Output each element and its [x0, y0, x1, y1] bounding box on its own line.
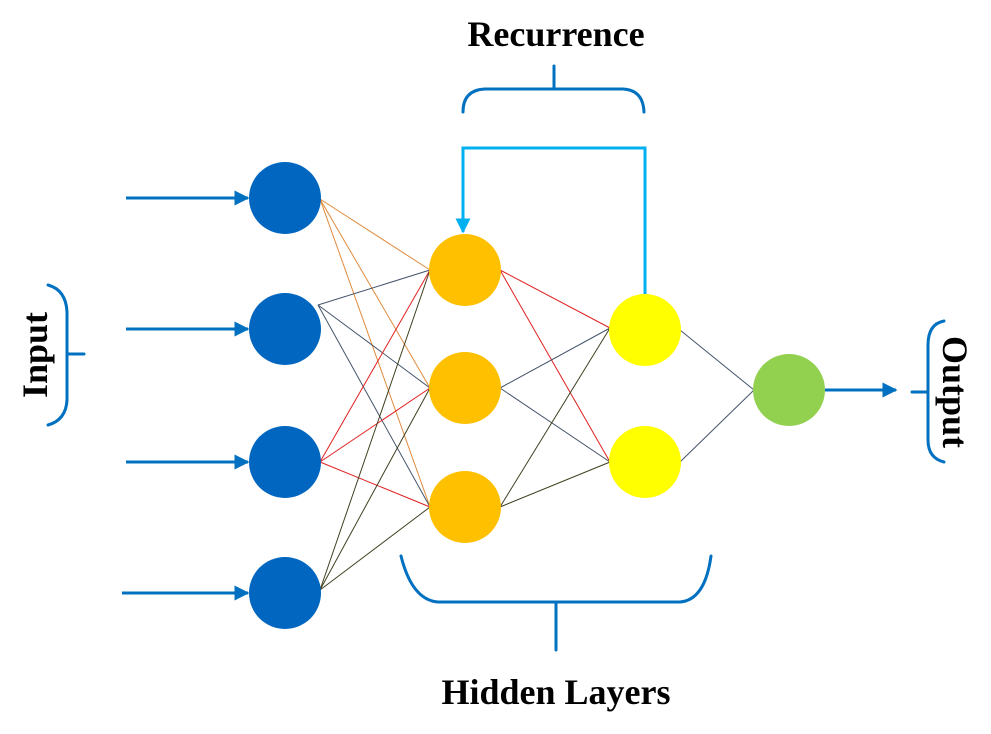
recurrence-label: Recurrence [467, 14, 644, 54]
input-node [249, 557, 321, 629]
edge [317, 269, 431, 306]
input-bracket [46, 283, 86, 427]
edge [319, 198, 431, 271]
edge [679, 329, 755, 391]
output-node [753, 354, 825, 426]
edge [319, 506, 431, 591]
edge [319, 198, 431, 508]
edge [319, 269, 431, 591]
hidden-1-node [429, 352, 501, 424]
input-node [249, 293, 321, 365]
hidden-1-node [429, 234, 501, 306]
hidden-2-node [609, 294, 681, 366]
edge [499, 269, 611, 463]
input-node [249, 162, 321, 234]
input-label: Input [15, 312, 55, 398]
output-layer [753, 354, 825, 426]
edge [319, 387, 431, 463]
output-bracket [910, 319, 946, 464]
edge [499, 269, 611, 329]
hidden-layers-bracket [399, 554, 713, 652]
edge [319, 387, 431, 591]
edge [499, 327, 611, 389]
edge [499, 461, 611, 508]
input-node [249, 426, 321, 498]
recurrence-arrow [455, 146, 647, 296]
edge [319, 461, 431, 508]
edge [679, 389, 755, 463]
input-layer [249, 162, 321, 629]
edge [317, 304, 431, 508]
hidden-layer-2 [609, 294, 681, 498]
edge [499, 387, 611, 463]
edge [499, 327, 611, 508]
edge [317, 304, 431, 389]
hidden-layer-1 [429, 234, 501, 543]
output-label: Output [935, 336, 975, 448]
recurrence-bracket [461, 64, 646, 114]
hidden-1-node [429, 471, 501, 543]
edge [319, 269, 431, 463]
input-arrows-group [122, 190, 250, 601]
hidden-layers-label: Hidden Layers [441, 672, 670, 712]
hidden-2-node [609, 426, 681, 498]
edges-group [317, 198, 755, 591]
edge [319, 198, 431, 389]
